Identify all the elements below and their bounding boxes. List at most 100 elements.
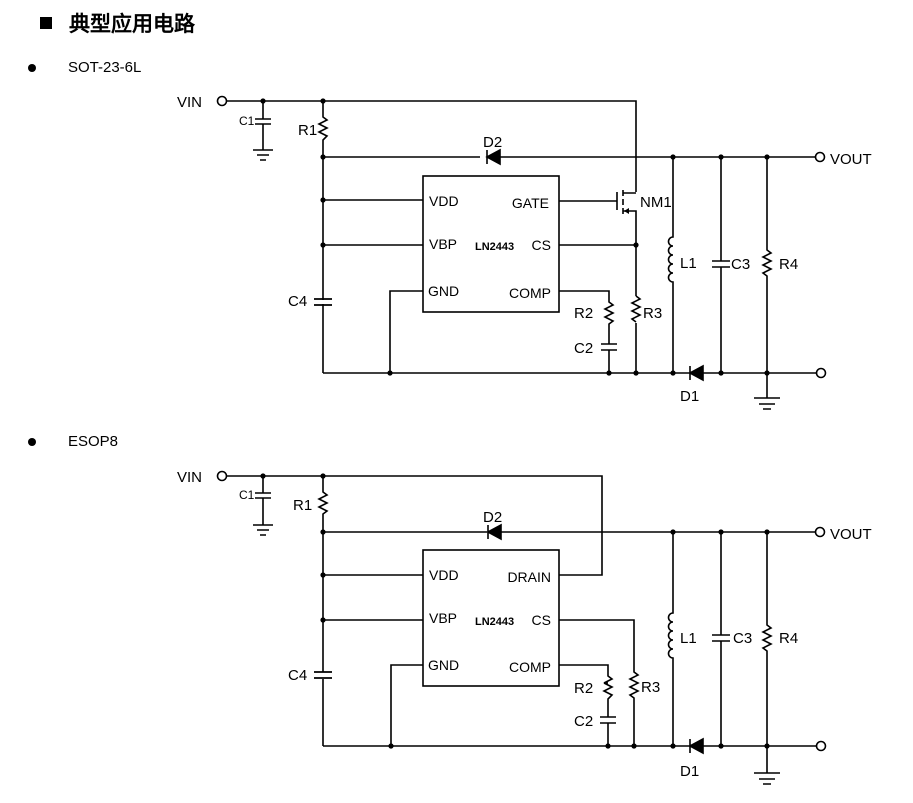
square-bullet-icon [40,17,52,29]
junction-dot [320,242,326,248]
output-terminal-icon [815,367,827,379]
package-label: ESOP8 [68,433,119,450]
nm1-label: NM1 [640,194,672,211]
pin-label: GND [428,657,459,673]
vout-terminal-icon [814,151,826,163]
ground-icon [253,149,273,161]
pin-label: GATE [512,195,549,211]
section-title: 典型应用电路 [69,12,195,36]
ground-icon [754,397,780,410]
wire-gnd [389,290,423,373]
resistor-r2-capacitor-c2-icon [559,290,617,373]
capacitor-c4-icon [314,298,332,306]
capacitor-c3-icon [712,532,730,746]
junction-dot [387,370,393,376]
junction-dot [320,154,326,160]
package-heading-esop8: ESOP8 [28,433,118,450]
pin-label: VDD [429,193,459,209]
r4-label: R4 [779,256,798,273]
junction-dot [320,197,326,203]
bullet-dot-icon [28,437,36,446]
junction-dot [605,743,611,749]
resistor-r1-icon [317,476,329,746]
c3-label: C3 [733,630,752,647]
resistor-r2-capacitor-c2-icon [559,664,616,746]
diode-d2-icon [485,148,501,166]
diode-d1-icon [688,737,704,755]
ground-icon [754,772,780,785]
wire-vin-drain [226,475,603,576]
pin-label: COMP [509,285,551,301]
chip-name: LN2443 [475,241,514,253]
c3-label: C3 [731,256,750,273]
capacitor-c1-icon [255,476,271,525]
d1-label: D1 [680,388,699,405]
pin-label: GND [428,283,459,299]
wire-vdd-vbp [323,574,423,621]
vout-label: VOUT [830,151,872,168]
junction-dot [320,529,326,535]
c2-label: C2 [574,713,593,730]
r2-label: R2 [574,305,593,322]
c1-label: C1 [239,114,255,128]
c1-label: C1 [239,488,255,502]
resistor-r4-icon [761,157,773,398]
vout-label: VOUT [830,526,872,543]
vout-terminal-icon [814,526,826,538]
capacitor-c3-icon [712,157,730,373]
output-terminal-icon [815,740,827,752]
junction-dot [633,242,639,248]
d2-label: D2 [483,134,502,151]
diode-d1-icon [688,364,704,382]
r3-label: R3 [641,679,660,696]
d1-label: D1 [680,763,699,780]
l1-label: L1 [680,255,697,272]
r2-label: R2 [574,680,593,697]
r1-label: R1 [293,497,312,514]
junction-dot [606,370,612,376]
chip-name: LN2443 [475,616,514,628]
junction-dot [320,572,326,578]
junction-dot [631,743,637,749]
c4-label: C4 [288,293,307,310]
section-heading: 典型应用电路 [40,8,195,38]
wire-vdd-vbp [323,199,423,246]
d2-label: D2 [483,509,502,526]
resistor-r3-icon [630,295,642,323]
inductor-l1-icon [667,157,674,373]
schematic-sot23: VIN C1 R1 D2 VOUT VDD VBP GND GATE CS CO… [177,94,872,410]
package-heading-sot23: SOT-23-6L [28,59,141,76]
pin-label: CS [532,237,551,253]
ground-icon [253,524,273,536]
ic-ln2443 [422,549,560,687]
junction-dot [320,617,326,623]
ic-ln2443 [422,175,560,313]
c4-label: C4 [288,667,307,684]
wire-vin-rail [226,100,637,157]
resistor-r1-icon [317,101,329,373]
c2-label: C2 [574,340,593,357]
bullet-dot-icon [28,63,36,72]
inductor-l1-icon [667,532,674,746]
pin-label: VBP [429,610,457,626]
pin-label: COMP [509,659,551,675]
pin-label: VBP [429,236,457,252]
l1-label: L1 [680,630,697,647]
resistor-r3-icon [559,619,640,746]
schematic-esop8: VIN C1 R1 D2 VOUT VDD VBP GND DRAIN CS C… [177,469,872,785]
capacitor-c1-icon [255,101,271,150]
junction-dot [633,370,639,376]
package-label: SOT-23-6L [68,59,142,76]
pin-label: DRAIN [507,569,551,585]
pin-label: CS [532,612,551,628]
resistor-r4-icon [761,532,773,773]
vin-label: VIN [177,94,202,111]
vin-terminal-icon [216,95,228,107]
vin-terminal-icon [216,470,228,482]
r1-label: R1 [298,122,317,139]
r4-label: R4 [779,630,798,647]
r3-label: R3 [643,305,662,322]
junction-dot [388,743,394,749]
capacitor-c4-icon [314,671,332,679]
